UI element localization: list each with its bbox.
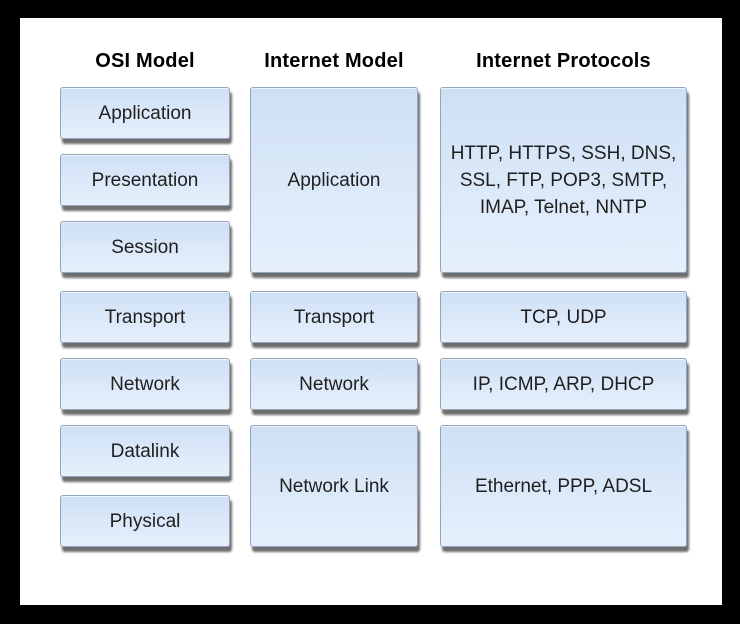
protocols-application-box: HTTP, HTTPS, SSH, DNS, SSL, FTP, POP3, S…	[440, 87, 687, 273]
internet-layer-application: Application	[250, 87, 418, 273]
column-header-internet-protocols: Internet Protocols	[476, 49, 651, 72]
internet-layer-transport: Transport	[250, 291, 418, 343]
internet-layer-network: Network	[250, 358, 418, 410]
internet-layer-network-link: Network Link	[250, 425, 418, 547]
protocols-application-line-2: SSL, FTP, POP3, SMTP,	[459, 169, 668, 191]
osi-layer-session: Session	[60, 221, 230, 273]
osi-layer-datalink: Datalink	[60, 425, 230, 477]
column-header-osi-model: OSI Model	[95, 49, 195, 72]
protocols-application-line-3: IMAP, Telnet, NNTP	[479, 196, 648, 218]
protocols-network-link-box: Ethernet, PPP, ADSL	[440, 425, 687, 547]
protocols-application-line-1: HTTP, HTTPS, SSH, DNS,	[450, 142, 677, 164]
diagram-canvas: OSI Model Internet Model Internet Protoc…	[20, 18, 722, 605]
protocols-network-box: IP, ICMP, ARP, DHCP	[440, 358, 687, 410]
column-header-internet-model: Internet Model	[264, 49, 404, 72]
osi-layer-transport: Transport	[60, 291, 230, 343]
osi-layer-physical: Physical	[60, 495, 230, 547]
osi-layer-presentation: Presentation	[60, 154, 230, 206]
osi-layer-network: Network	[60, 358, 230, 410]
protocols-transport-box: TCP, UDP	[440, 291, 687, 343]
osi-layer-application: Application	[60, 87, 230, 139]
